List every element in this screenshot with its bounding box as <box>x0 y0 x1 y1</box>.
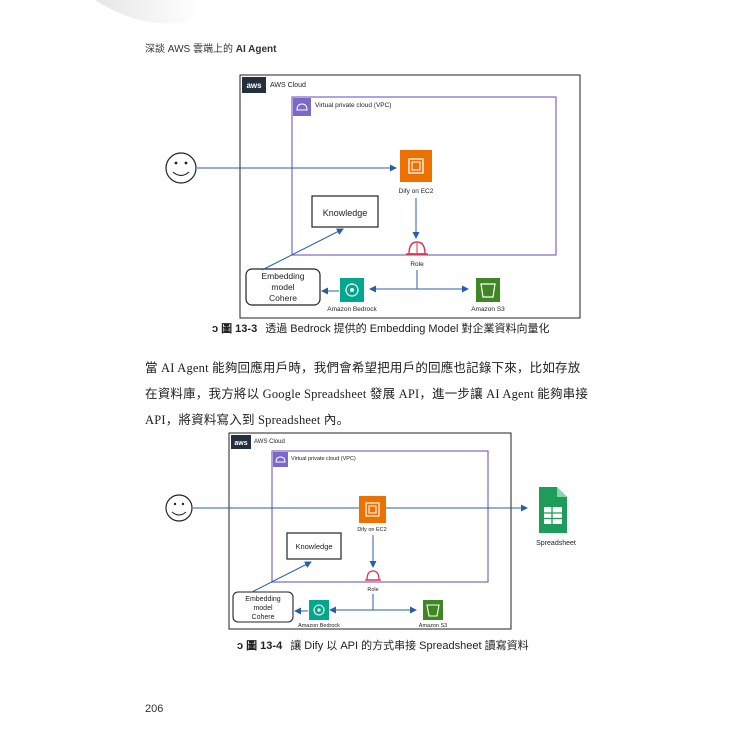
svg-text:aws: aws <box>246 81 262 90</box>
page-corner-decoration <box>95 0 200 24</box>
vpc-label: Virtual private cloud (VPC) <box>315 102 391 109</box>
page-number: 206 <box>145 703 164 715</box>
knowledge-label: Knowledge <box>295 542 332 551</box>
aws-cloud-container <box>239 74 581 319</box>
svg-text:aws: aws <box>234 440 247 447</box>
amazon-s3-icon <box>476 278 500 302</box>
s3-label: Amazon S3 <box>471 306 505 313</box>
role-label: Role <box>367 587 378 593</box>
embedding-label-line2: model <box>271 282 294 292</box>
s3-label: Amazon S3 <box>419 623 447 629</box>
ec2-label: Dify on EC2 <box>357 527 386 533</box>
paragraph-line: 當 AI Agent 能夠回應用戶時，我們會希望把用戶的回應也記錄下來，比如存放 <box>145 361 581 375</box>
paragraph-line: API，將資料寫入到 Spreadsheet 內。 <box>145 413 350 427</box>
embedding-label-line2: model <box>253 605 273 612</box>
embedding-label-line3: Cohere <box>269 293 297 303</box>
user-smiley-icon <box>165 152 197 184</box>
caption-icon: ↄ <box>212 323 219 335</box>
aws-logo-icon: aws <box>242 77 266 93</box>
caption-text: 讓 Dify 以 API 的方式串接 Spreadsheet 讀寫資料 <box>290 640 529 652</box>
role-helmet-icon <box>365 570 381 581</box>
caption-icon: ↄ <box>237 640 244 652</box>
knowledge-box <box>286 532 342 560</box>
caption-text: 透過 Bedrock 提供的 Embedding Model 對企業資料向量化 <box>265 323 550 335</box>
amazon-bedrock-icon <box>309 600 329 620</box>
caption-prefix: 圖 13-3 <box>221 323 258 335</box>
knowledge-label: Knowledge <box>323 208 368 218</box>
embedding-label-line3: Cohere <box>252 614 275 621</box>
embedding-model-box <box>232 591 294 623</box>
ec2-icon <box>400 150 432 182</box>
bedrock-label: Amazon Bedrock <box>327 306 377 313</box>
embedding-label-line1: Embedding <box>245 596 281 603</box>
ec2-icon <box>359 496 386 523</box>
vpc-icon <box>293 98 311 116</box>
embedding-to-knowledge-arrow <box>261 228 344 271</box>
bedrock-label: Amazon Bedrock <box>298 623 340 629</box>
vpc-label: Virtual private cloud (VPC) <box>291 456 356 462</box>
caption-prefix: 圖 13-4 <box>246 640 283 652</box>
figure-13-3-diagram: aws AWS Cloud Virtual private cloud (VPC… <box>165 74 581 319</box>
knowledge-box <box>311 195 379 228</box>
header-title-prefix: 深談 AWS 雲端上的 <box>145 44 236 55</box>
figure-13-4-diagram: aws AWS Cloud Virtual private cloud (VPC… <box>165 432 576 630</box>
paragraph-line: 在資料庫，我方將以 Google Spreadsheet 發展 API，進一步讓… <box>145 387 589 401</box>
vpc-container <box>291 96 557 256</box>
role-helmet-icon <box>406 241 428 255</box>
spreadsheet-label: Spreadsheet <box>536 540 576 547</box>
body-paragraph: 當 AI Agent 能夠回應用戶時，我們會希望把用戶的回應也記錄下來，比如存放… <box>145 355 600 433</box>
embedding-label-line1: Embedding <box>261 271 304 281</box>
aws-logo-icon: aws <box>231 435 251 449</box>
amazon-s3-icon <box>423 600 443 620</box>
aws-cloud-label: AWS Cloud <box>270 82 306 89</box>
google-sheets-icon <box>539 487 567 533</box>
embedding-model-box <box>245 268 321 306</box>
vpc-container <box>271 450 489 583</box>
role-label: Role <box>410 261 424 268</box>
embedding-to-knowledge-arrow <box>251 561 312 593</box>
user-smiley-icon <box>165 494 193 522</box>
aws-cloud-container <box>228 432 512 630</box>
running-header: 深談 AWS 雲端上的 AI Agent <box>145 40 277 55</box>
vpc-icon <box>273 452 288 467</box>
amazon-bedrock-icon <box>340 278 364 302</box>
header-title-bold: AI Agent <box>235 44 277 55</box>
ec2-label: Dify on EC2 <box>399 188 434 195</box>
aws-cloud-label: AWS Cloud <box>254 439 285 445</box>
